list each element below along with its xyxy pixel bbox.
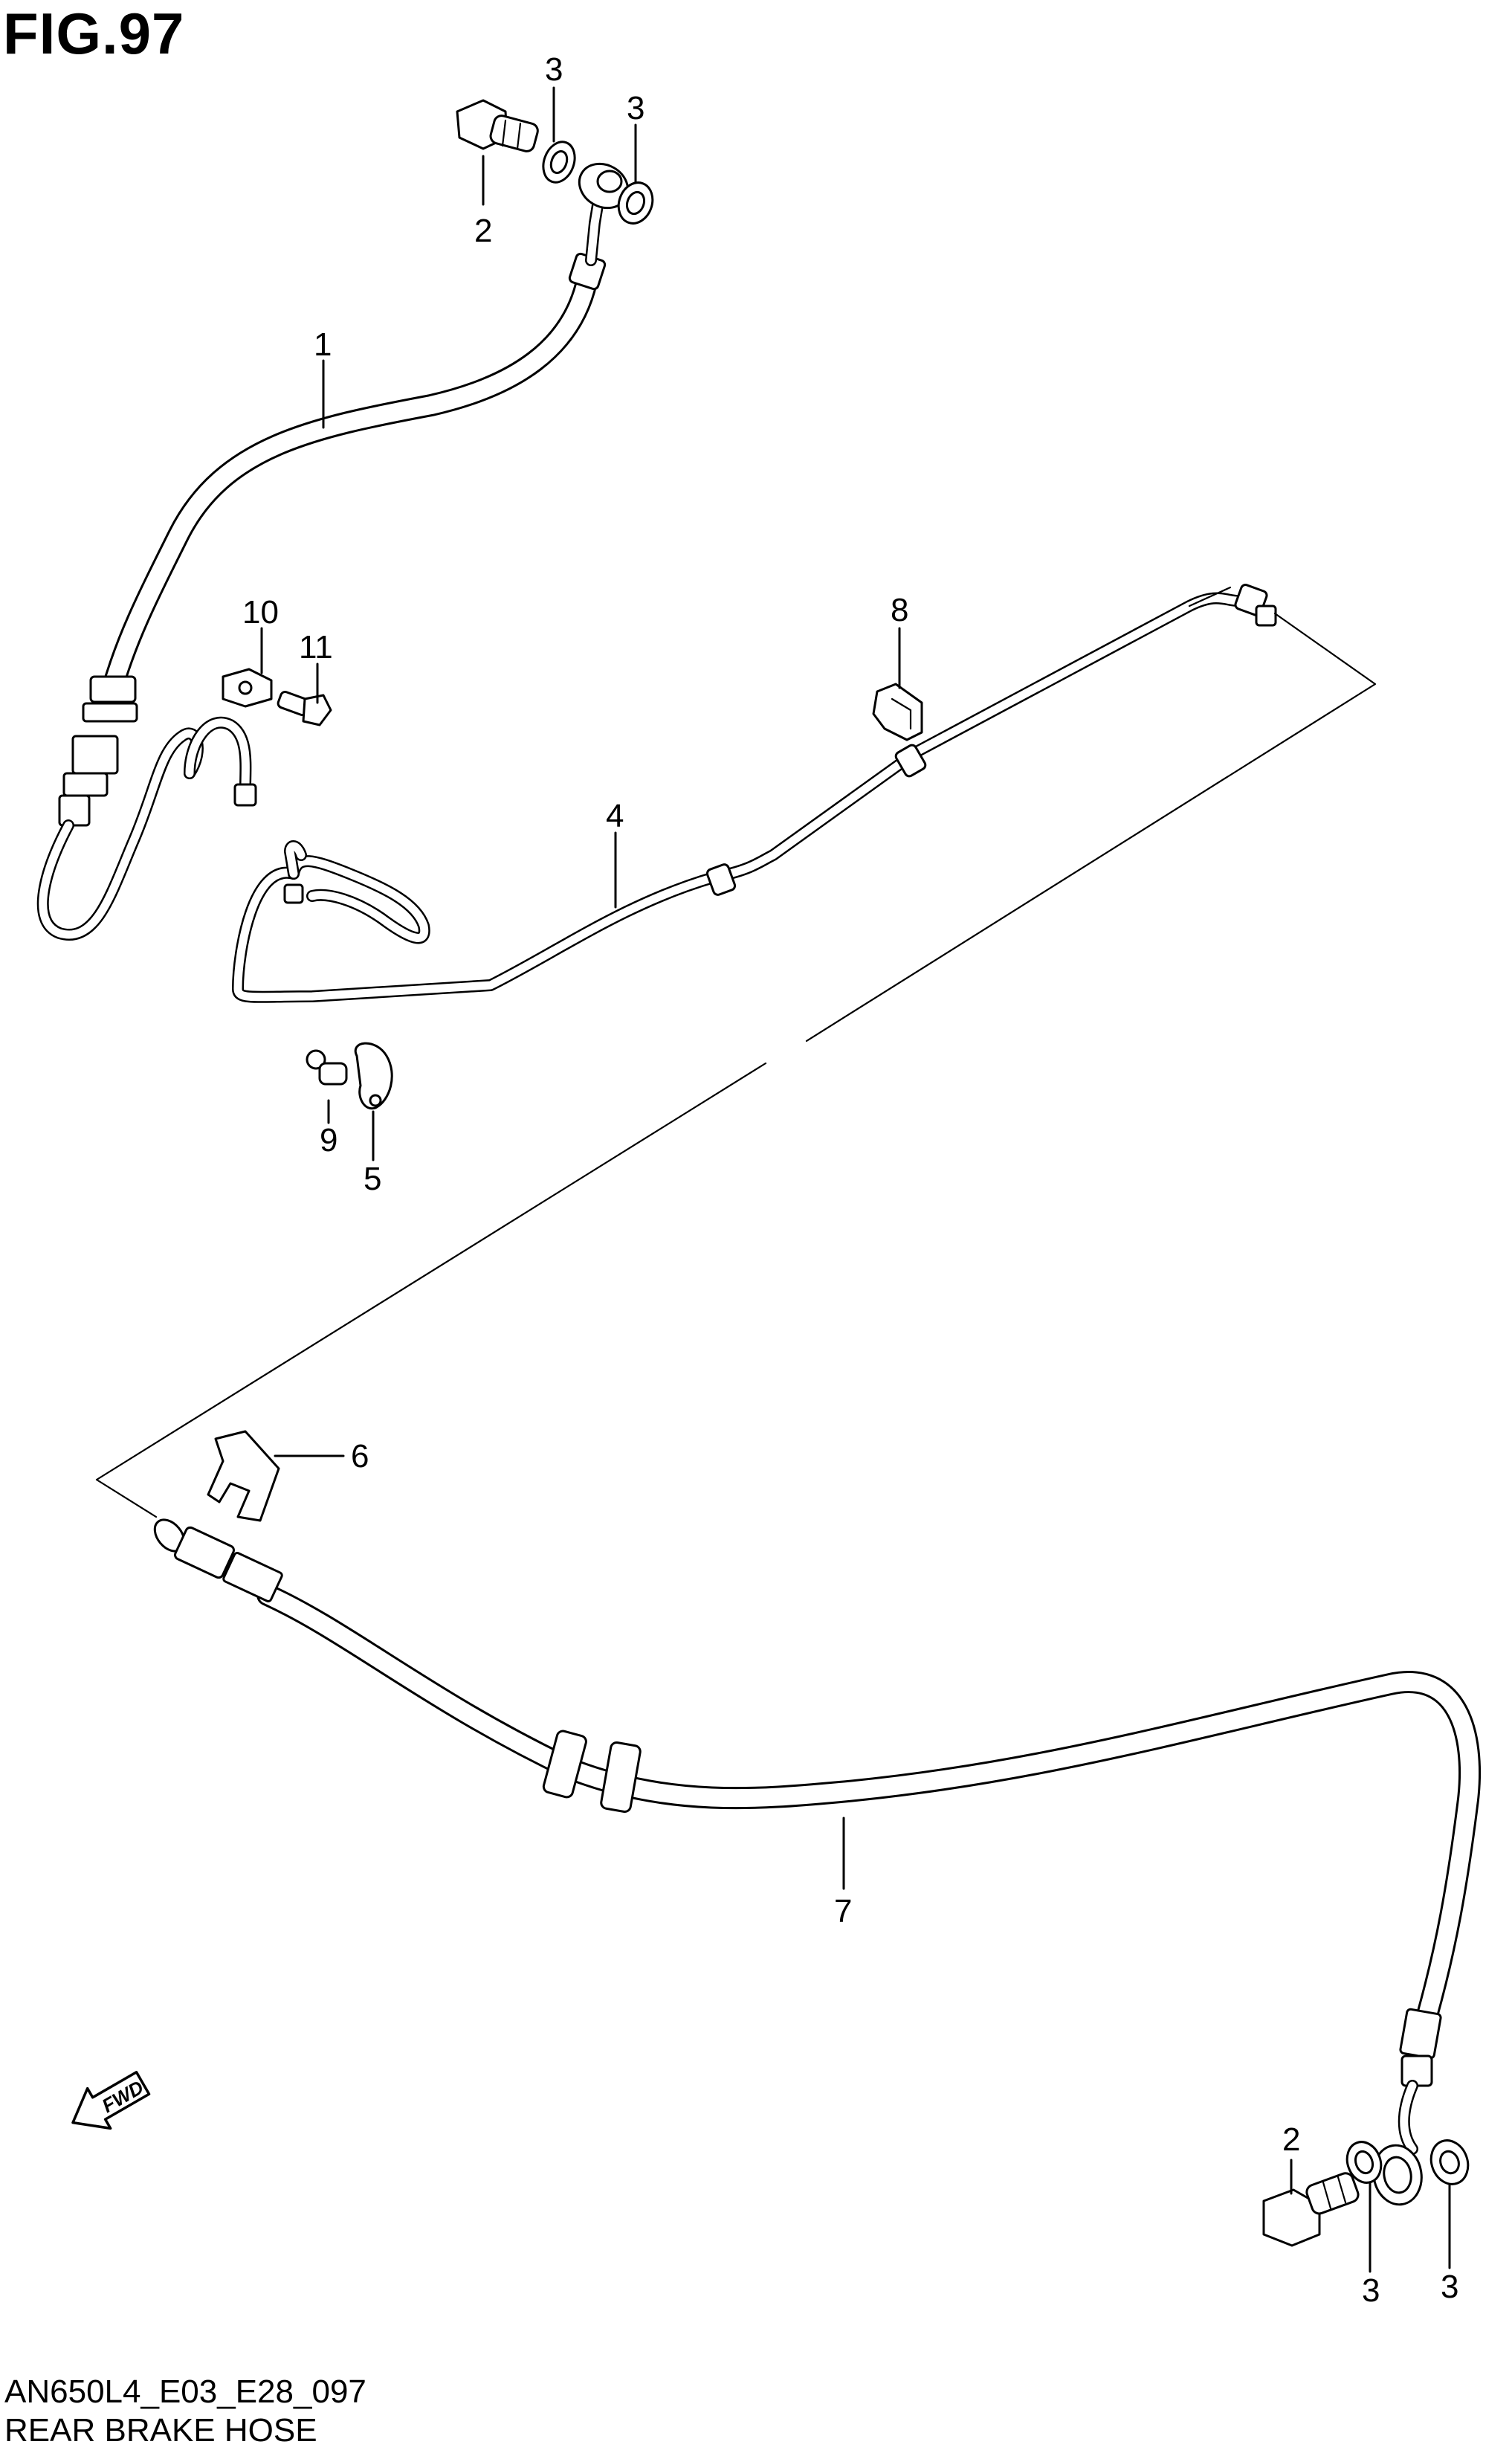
figure-code: AN650L4_E03_E28_097 xyxy=(4,2373,366,2410)
callout-labels: 1 2 3 3 4 5 6 7 8 9 10 11 2 3 3 xyxy=(242,51,1458,2309)
part-3-gasket-bottom-b xyxy=(1429,2139,1470,2185)
part-2-union-bolt-top xyxy=(456,99,539,152)
forward-arrow-icon: FWD xyxy=(71,2071,151,2130)
callout-9: 9 xyxy=(320,1122,337,1158)
callout-2-top: 2 xyxy=(474,213,492,249)
callout-3-bottom-b: 3 xyxy=(1441,2269,1458,2305)
part-3-gasket-bottom-a xyxy=(1345,2141,1383,2184)
part-8-clamp xyxy=(872,683,923,741)
callout-leader-lines xyxy=(260,86,1451,2273)
figure-title: FIG.97 xyxy=(3,1,185,66)
part-11-bolt xyxy=(277,691,332,726)
callout-5: 5 xyxy=(364,1161,381,1197)
callout-1: 1 xyxy=(314,326,332,363)
part-5-clamp xyxy=(354,1042,393,1110)
part-3-gasket-top-b xyxy=(617,181,654,225)
part-2-union-bolt-bottom xyxy=(1262,2172,1360,2247)
part-4-brake-pipe xyxy=(232,584,1277,1003)
part-6-clip xyxy=(207,1430,280,1522)
callout-7: 7 xyxy=(834,1893,852,1930)
part-1-brake-hose-upper xyxy=(36,162,630,941)
callout-10: 10 xyxy=(242,594,279,631)
part-10-clamp xyxy=(222,668,273,708)
callout-2-bottom: 2 xyxy=(1282,2121,1300,2158)
callout-4: 4 xyxy=(606,798,624,834)
part-9-bolt xyxy=(306,1049,348,1086)
callout-8: 8 xyxy=(891,592,908,628)
callout-3-top-b: 3 xyxy=(627,90,644,126)
callout-11: 11 xyxy=(299,629,333,665)
figure-name: REAR BRAKE HOSE xyxy=(4,2412,317,2449)
callout-3-top-a: 3 xyxy=(545,51,563,88)
callout-3-bottom-a: 3 xyxy=(1362,2272,1380,2309)
part-3-gasket-top-a xyxy=(542,141,576,184)
connection-guide-lines xyxy=(95,612,1377,1518)
part-7-brake-hose-lower xyxy=(153,1518,1482,2206)
callout-6: 6 xyxy=(351,1438,369,1474)
